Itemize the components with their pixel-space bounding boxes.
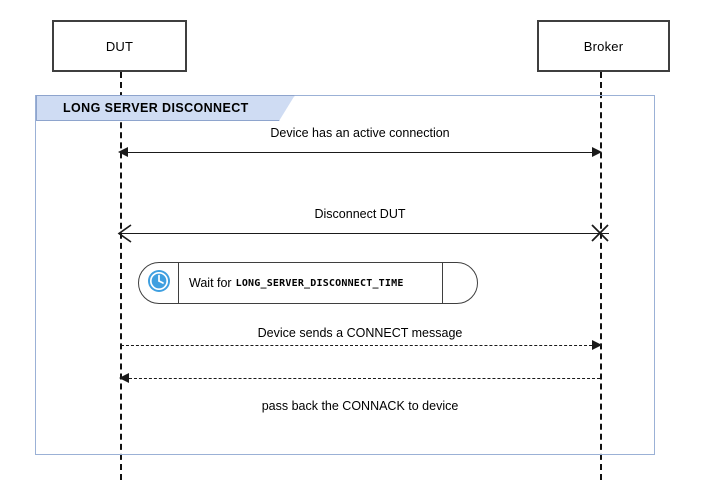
- participant-dut-label: DUT: [105, 38, 134, 54]
- message-label-active-connection: Device has an active connection: [270, 126, 450, 140]
- clock-icon: [147, 269, 171, 298]
- lifeline-broker: [600, 72, 602, 480]
- message-line-disconnect-dut: [122, 233, 609, 234]
- message-label-disconnect-dut: Disconnect DUT: [314, 207, 406, 221]
- fragment-label: LONG SERVER DISCONNECT: [63, 101, 249, 115]
- arrow-head-left-open-disconnect-dut: [117, 224, 133, 243]
- participant-dut[interactable]: DUT: [52, 20, 187, 72]
- wait-constant-name: LONG_SERVER_DISCONNECT_TIME: [235, 277, 404, 289]
- wait-text-prefix: Wait for: [189, 276, 232, 290]
- lifeline-termination-x-marker: [589, 222, 611, 244]
- arrow-head-left-active-connection: [118, 147, 128, 157]
- message-line-connack: [129, 378, 600, 379]
- wait-duration-block: Wait for LONG_SERVER_DISCONNECT_TIME: [138, 262, 478, 304]
- wait-text-cell: Wait for LONG_SERVER_DISCONNECT_TIME: [179, 263, 442, 303]
- fragment-label-tab: LONG SERVER DISCONNECT: [36, 95, 295, 121]
- fragment-frame: [35, 95, 655, 455]
- participant-broker[interactable]: Broker: [537, 20, 670, 72]
- message-line-active-connection: [126, 152, 594, 153]
- arrow-head-left-connack: [119, 373, 129, 383]
- arrow-head-right-connect: [592, 340, 602, 350]
- message-line-connect: [121, 345, 592, 346]
- message-label-connack: pass back the CONNACK to device: [261, 399, 459, 413]
- arrow-head-right-active-connection: [592, 147, 602, 157]
- message-label-connect: Device sends a CONNECT message: [257, 326, 463, 340]
- lifeline-dut: [120, 72, 122, 480]
- participant-broker-label: Broker: [583, 38, 624, 54]
- wait-icon-cell: [139, 263, 179, 303]
- wait-end-cell: [442, 263, 477, 303]
